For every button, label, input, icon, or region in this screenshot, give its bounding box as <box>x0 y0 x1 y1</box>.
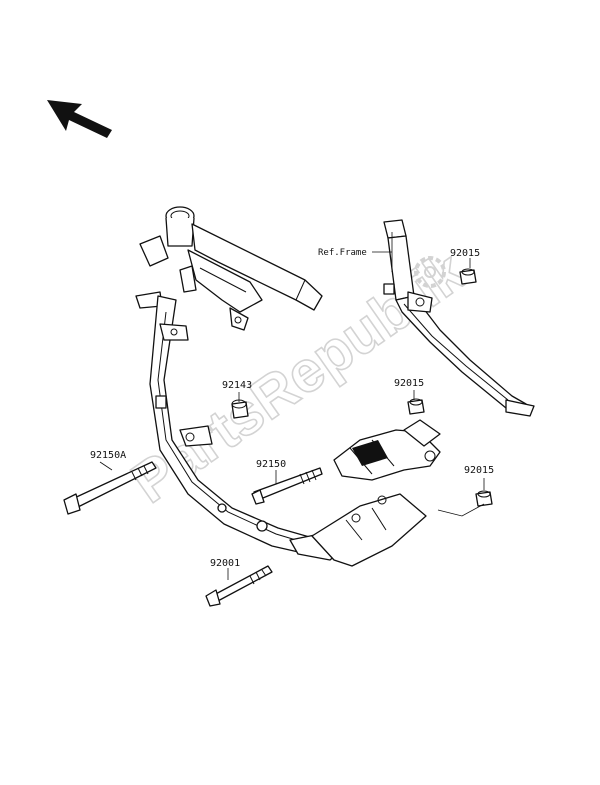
part-label-92015-lower: 92015 <box>464 465 494 476</box>
nut-92015-lower <box>475 490 493 507</box>
front-direction-arrow-icon <box>47 100 112 138</box>
part-label-92001: 92001 <box>210 558 240 569</box>
bolt-92001 <box>205 565 273 607</box>
part-label-92150: 92150 <box>256 459 286 470</box>
part-label-92015-upper: 92015 <box>450 248 480 259</box>
part-labels: Ref.Frame 92015 92015 92015 92143 92150 … <box>90 248 494 569</box>
gear-watermark-icon <box>414 256 446 288</box>
bolt-92150 <box>251 467 323 505</box>
nut-92015-upper <box>459 268 477 285</box>
nut-92015-middle <box>407 398 425 415</box>
bolt-92150A <box>63 461 157 515</box>
part-label-92150A: 92150A <box>90 450 126 461</box>
main-frame <box>135 206 427 567</box>
leader-lines <box>99 232 485 580</box>
collar-92143 <box>231 399 249 419</box>
part-label-92015-middle: 92015 <box>394 378 424 389</box>
ref-frame-label: Ref.Frame <box>318 248 367 258</box>
reference-frame <box>383 219 535 417</box>
engine-mount-bracket <box>333 419 441 481</box>
part-label-92143: 92143 <box>222 380 252 391</box>
